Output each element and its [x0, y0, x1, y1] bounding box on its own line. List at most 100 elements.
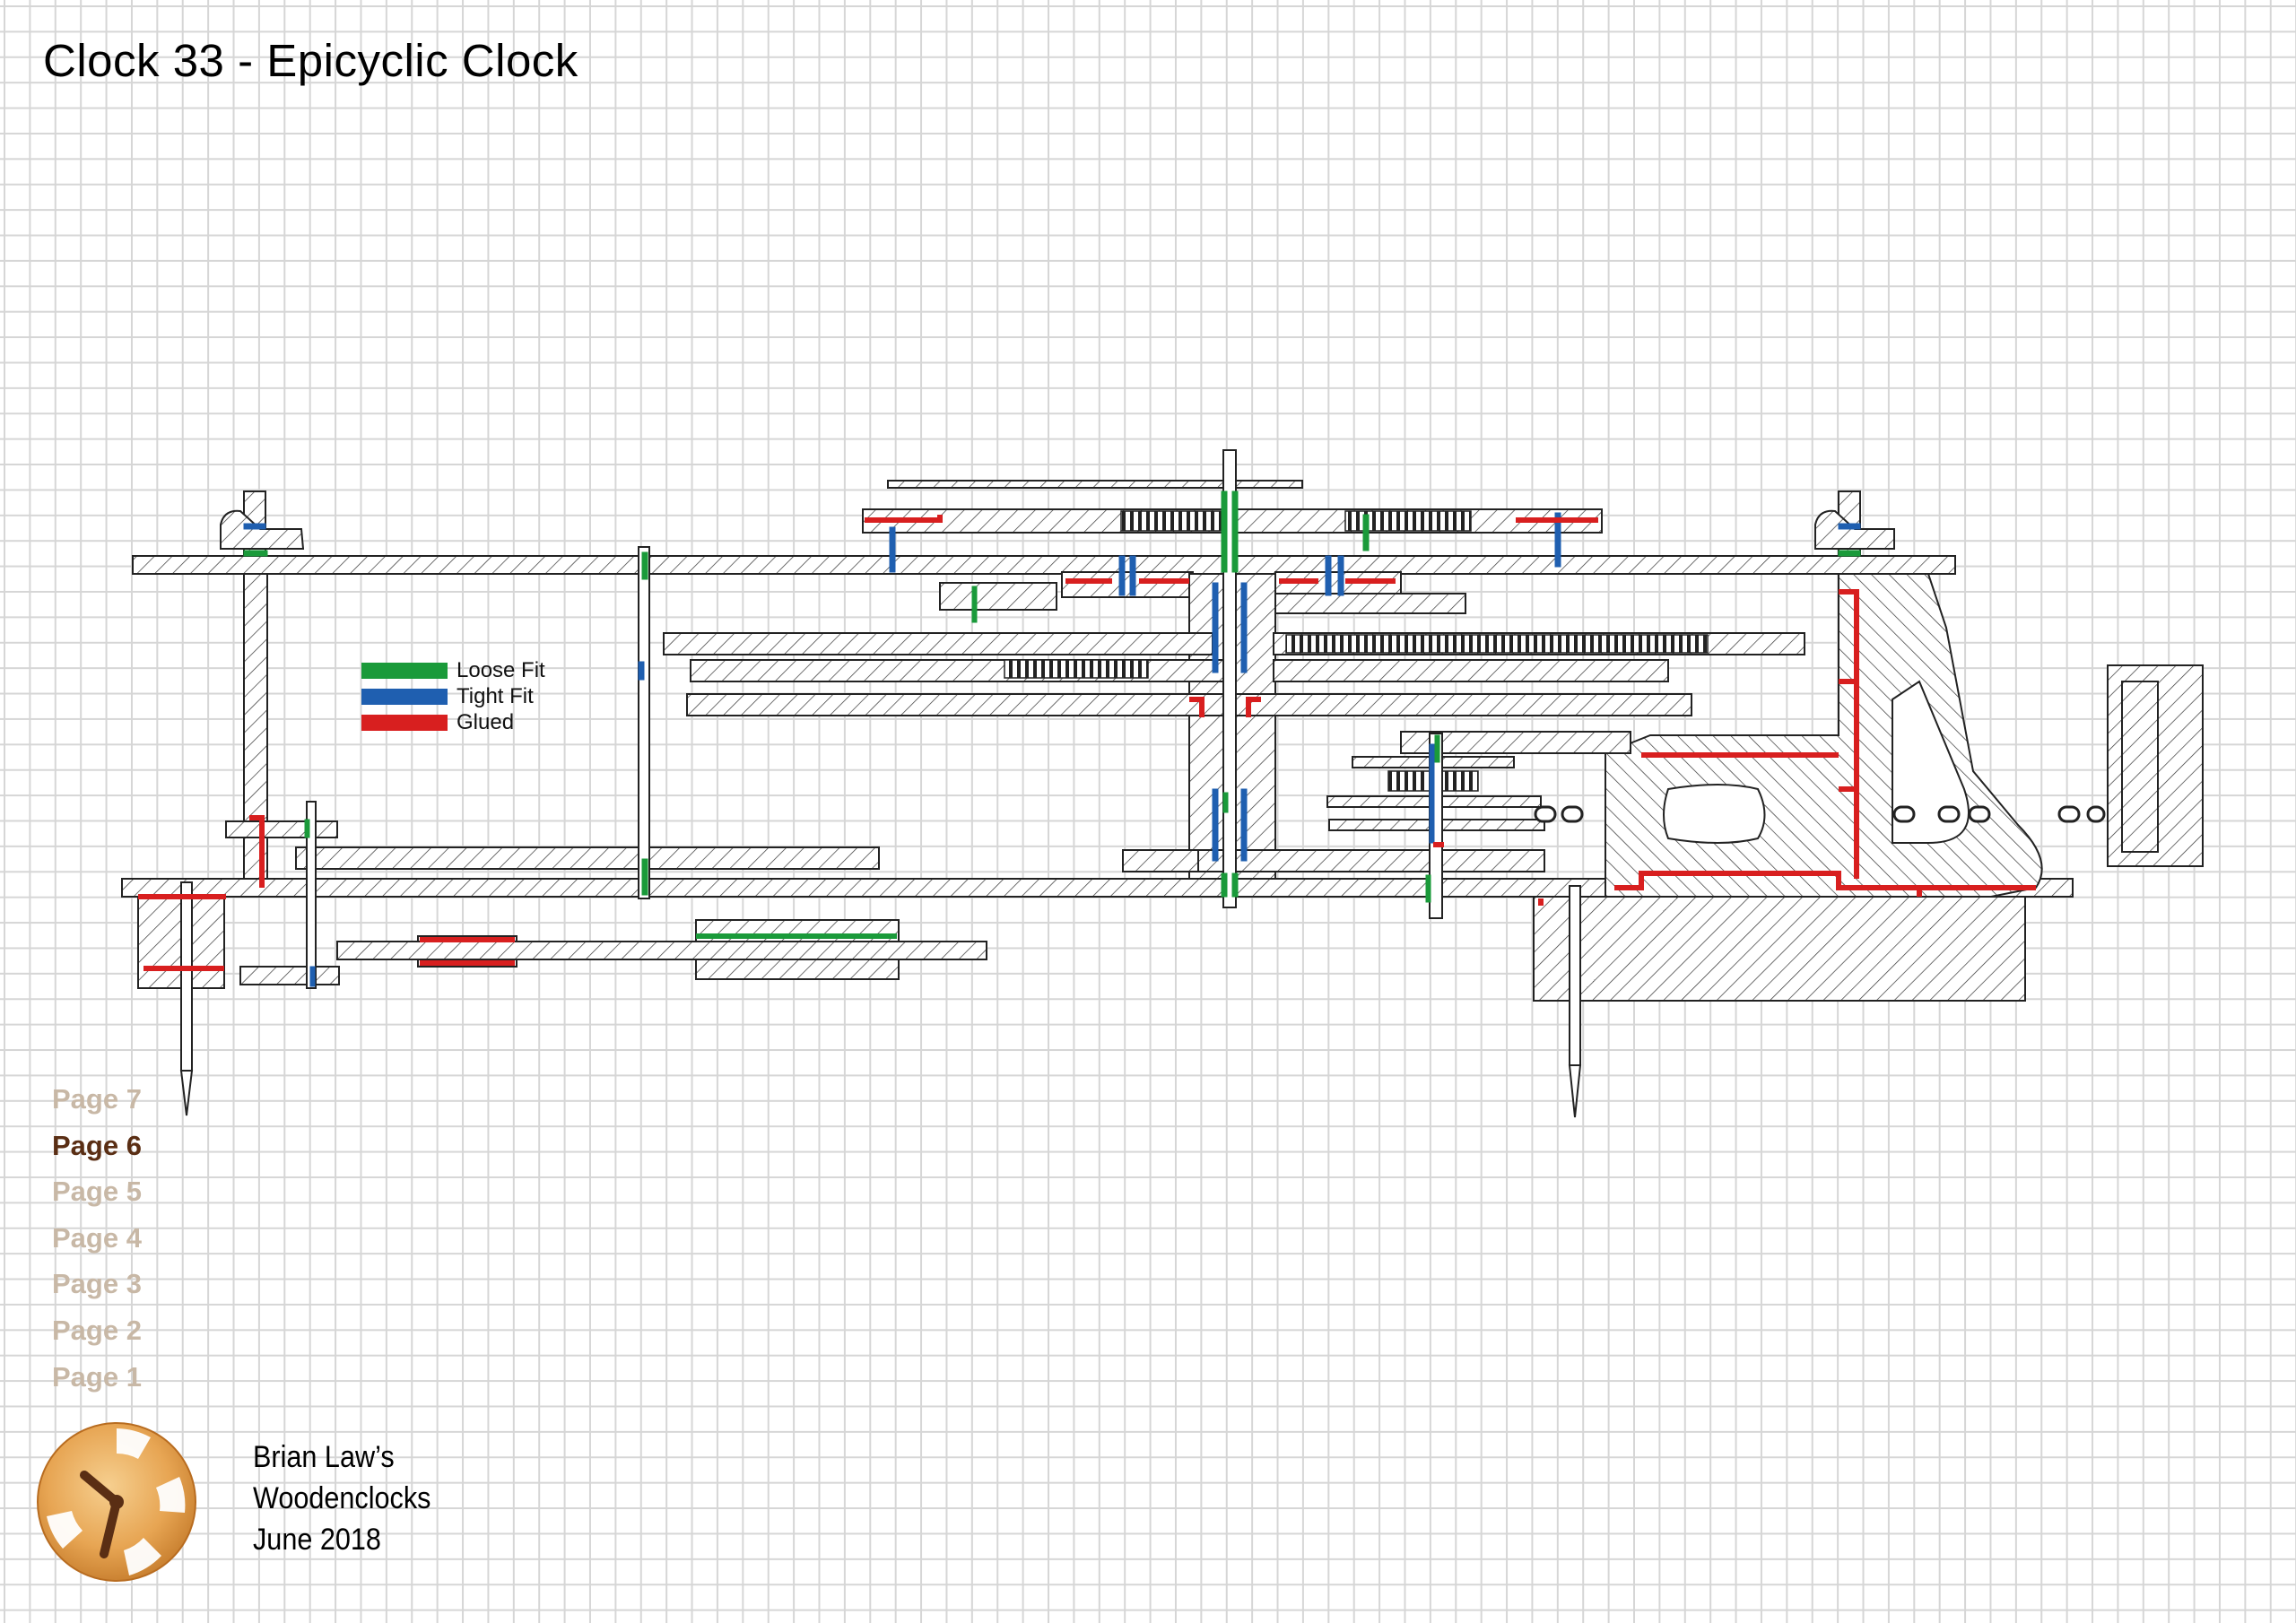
fit-legend: Loose Fit Tight Fit Glued — [361, 657, 545, 735]
right-end-inner — [2121, 681, 2159, 853]
loose-fit-mark — [1838, 550, 1861, 557]
page-link-7[interactable]: Page 7 — [52, 1083, 142, 1115]
loose-fit-mark — [1231, 872, 1239, 898]
dial-top-disc — [887, 480, 1303, 489]
bracket-window — [1892, 680, 1970, 844]
long-wheel-3 — [686, 693, 1692, 716]
page-link-1[interactable]: Page 1 — [52, 1360, 142, 1393]
chain-link — [1937, 805, 1961, 823]
legend-swatch-glued — [361, 714, 448, 731]
back-plate — [121, 878, 2074, 898]
mid-wheel-left — [939, 582, 1057, 611]
right-screw-tip — [1568, 1064, 1582, 1118]
page-link-3[interactable]: Page 3 — [52, 1268, 142, 1300]
credit-block: Brian Law’s Woodenclocks June 2018 — [253, 1436, 430, 1560]
legend-label-loose: Loose Fit — [457, 657, 545, 682]
loose-fit-mark — [1221, 490, 1228, 573]
long-wheel-5 — [1273, 659, 1669, 682]
right-bracket — [1605, 573, 2043, 898]
tight-fit-mark — [1429, 743, 1435, 844]
tight-fit-mark — [1325, 555, 1332, 596]
wooden-clock-logo-icon — [37, 1422, 196, 1582]
tight-fit-mark — [1129, 555, 1136, 596]
left-post-head — [220, 509, 305, 550]
glued-mark — [1246, 697, 1261, 717]
legend-label-tight: Tight Fit — [457, 683, 534, 708]
dial-teeth — [1120, 510, 1230, 532]
loose-fit-mark — [971, 586, 978, 623]
tight-fit-mark — [1212, 788, 1219, 862]
lower-left-block — [1122, 849, 1199, 872]
arbor-left-1 — [638, 546, 650, 899]
left-screw-tip — [179, 1070, 194, 1116]
page-link-4[interactable]: Page 4 — [52, 1221, 142, 1254]
tight-fit-mark — [1118, 555, 1126, 596]
left-screw-shaft — [180, 881, 193, 1072]
loose-fit-mark — [1222, 792, 1229, 813]
right-screw-shaft — [1569, 885, 1581, 1066]
small-gear-teeth — [1004, 659, 1149, 679]
chain-link — [1561, 805, 1584, 823]
chain-link — [1534, 805, 1557, 823]
legend-label-glued: Glued — [457, 709, 515, 734]
legend-item-loose: Loose Fit — [361, 657, 545, 683]
legend-swatch-tight — [361, 688, 448, 705]
dial-teeth-right — [1344, 510, 1472, 532]
loose-fit-mark — [641, 858, 648, 896]
chain-link — [1892, 805, 1916, 823]
loose-fit-mark — [1434, 734, 1440, 763]
tight-fit-mark — [889, 526, 896, 573]
glued-mark — [865, 515, 943, 523]
pawl-housing — [1663, 784, 1766, 844]
loose-fit-mark — [1425, 874, 1431, 903]
loose-fit-mark — [243, 550, 268, 557]
rear-rod — [336, 941, 987, 960]
tight-fit-mark — [1212, 582, 1219, 673]
loose-fit-mark — [1362, 514, 1370, 551]
tight-fit-mark — [1240, 582, 1248, 673]
loose-fit-mark — [641, 551, 648, 580]
right-post-head — [1814, 509, 1895, 550]
tight-fit-mark — [309, 966, 316, 987]
credit-site: Woodenclocks — [253, 1481, 431, 1515]
page-link-6[interactable]: Page 6 — [52, 1129, 142, 1161]
credit-date: June 2018 — [253, 1523, 381, 1557]
mid-plate-long — [1260, 593, 1466, 614]
tight-fit-mark — [1554, 512, 1561, 568]
front-plate — [132, 555, 1956, 575]
credit-author: Brian Law’s — [253, 1440, 395, 1474]
left-lower-arbor-block — [225, 820, 338, 838]
glued-mark — [1857, 885, 1922, 897]
loose-fit-mark — [1231, 490, 1239, 573]
page-link-5[interactable]: Page 5 — [52, 1176, 142, 1208]
tight-fit-mark — [1240, 788, 1248, 862]
right-base — [1533, 896, 2026, 1002]
long-wheel-1 — [663, 632, 1213, 655]
upper-wheel-left — [1061, 571, 1194, 598]
loose-fit-mark — [304, 819, 310, 838]
tight-fit-mark — [1337, 555, 1344, 596]
page-navigation: Page 7 Page 6 Page 5 Page 4 Page 3 Page … — [52, 1083, 142, 1407]
page-title: Clock 33 - Epicyclic Clock — [43, 35, 578, 86]
chain-link — [2057, 805, 2081, 823]
tight-fit-mark — [638, 661, 645, 681]
gear-teeth-band — [1285, 634, 1709, 654]
chain-link — [1968, 805, 1991, 823]
glued-mark — [1839, 679, 1857, 792]
arbor-lower-left — [306, 801, 317, 989]
left-rear-bracket — [239, 966, 340, 985]
page-link-2[interactable]: Page 2 — [52, 1314, 142, 1346]
tight-fit-mark — [243, 523, 266, 530]
left-lower-wheel — [295, 846, 880, 870]
glued-mark — [1839, 589, 1859, 879]
legend-item-tight: Tight Fit — [361, 683, 545, 709]
tight-fit-mark — [1838, 523, 1861, 530]
legend-item-glued: Glued — [361, 709, 545, 735]
loose-fit-mark — [1221, 872, 1228, 898]
glued-mark — [249, 815, 265, 888]
chain-link — [2086, 805, 2106, 823]
legend-swatch-loose — [361, 662, 448, 679]
glued-mark — [420, 937, 515, 966]
glued-mark — [1189, 697, 1205, 717]
